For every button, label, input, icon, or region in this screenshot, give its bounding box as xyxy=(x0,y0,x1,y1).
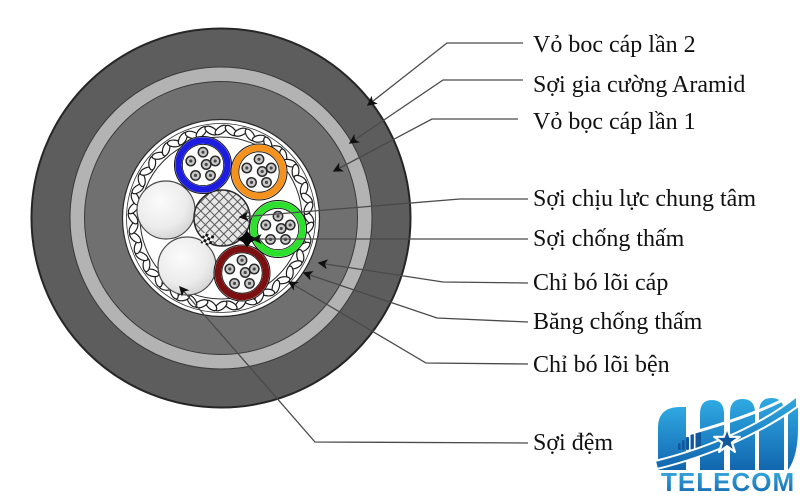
water-blocking-yarn-patch xyxy=(200,232,215,247)
loose-tube-maroon xyxy=(213,244,271,302)
filler-rod-top xyxy=(136,180,196,240)
leader-chi-bo-loi-ben xyxy=(287,281,529,365)
label-chi-bo-loi-ben: Chỉ bó lõi bện xyxy=(533,352,670,378)
leader-vo-boc-cap-lan-1 xyxy=(332,118,518,172)
label-vo-boc-cap-lan-1: Vỏ bọc cáp lần 1 xyxy=(533,109,696,135)
leader-bang-chong-tham xyxy=(302,271,529,323)
filler-rod-bottom xyxy=(157,236,217,296)
leader-soi-chiu-luc-chung-tam xyxy=(238,198,528,222)
label-soi-gia-cuong-aramid: Sợi gia cường Aramid xyxy=(533,72,746,98)
loose-tube-green xyxy=(249,200,307,258)
swoosh-upper-line xyxy=(687,390,798,436)
telecom-wordmark: TELECOM xyxy=(661,467,795,497)
label-soi-dem: Sợi đệm xyxy=(533,430,614,456)
hn-telecom-logo: TELECOM xyxy=(653,390,798,497)
leader-soi-dem xyxy=(179,285,529,444)
loose-tube-blue xyxy=(174,136,232,194)
leader-lines xyxy=(179,42,529,444)
hn-logo-mark xyxy=(653,390,798,471)
cable-core xyxy=(136,136,307,302)
leader-soi-gia-cuong-aramid xyxy=(348,79,523,144)
central-strength-member xyxy=(193,189,251,247)
label-soi-chong-tham: Sợi chống thấm xyxy=(533,226,685,252)
leader-chi-bo-loi-cap xyxy=(317,259,529,284)
label-bang-chong-tham: Băng chống thấm xyxy=(533,309,703,335)
star-icon xyxy=(713,426,741,453)
label-vo-boc-cap-lan-2: Vỏ boc cáp lần 2 xyxy=(533,32,696,58)
swoosh xyxy=(653,393,798,471)
antenna-horn-icon xyxy=(678,430,701,450)
leader-vo-boc-cap-lan-2 xyxy=(366,42,523,106)
label-soi-chiu-luc-chung-tam: Sợi chịu lực chung tâm xyxy=(533,186,756,212)
loose-tube-orange xyxy=(230,143,288,201)
label-chi-bo-loi-cap: Chỉ bó lõi cáp xyxy=(533,270,669,296)
water-blocking-yarn-diamond xyxy=(237,230,257,248)
